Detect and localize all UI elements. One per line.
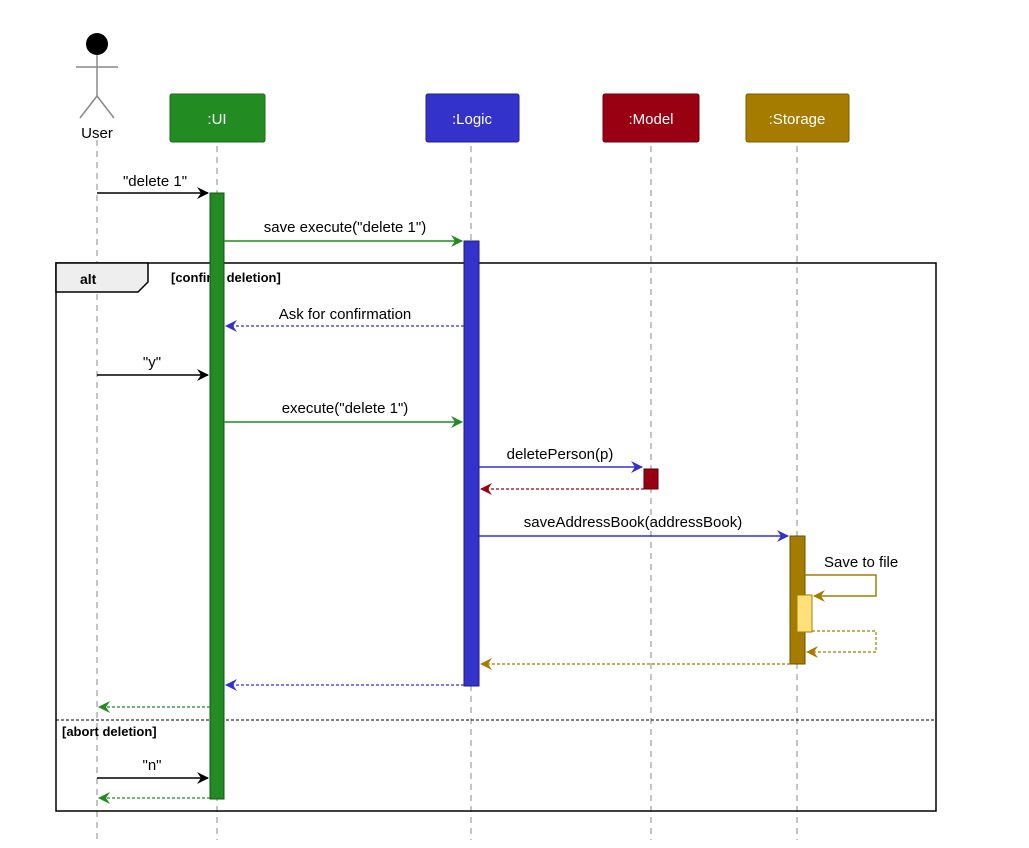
message-save-execute-label: save execute("delete 1"): [264, 219, 426, 236]
message-delete-1-label: "delete 1": [123, 173, 187, 190]
message-execute: execute("delete 1"): [224, 400, 463, 428]
alt-keyword: alt: [80, 271, 97, 287]
activation-model: [643, 468, 659, 490]
activation-logic: [463, 240, 480, 687]
message-delete-person: deletePerson(p): [479, 446, 643, 473]
return-storage-self: [806, 630, 877, 658]
participant-storage: :Storage: [745, 93, 850, 143]
guard-abort-deletion: [abort deletion]: [62, 724, 157, 739]
participant-logic-label: :Logic: [452, 111, 493, 128]
alt-tab: [55, 262, 149, 293]
participant-model-box: [602, 93, 700, 143]
participant-model-label: :Model: [628, 111, 673, 128]
activation-ui: [209, 192, 225, 800]
participant-logic-box: [425, 93, 520, 143]
message-save-address-book: saveAddressBook(addressBook): [479, 514, 789, 542]
message-save-to-file: Save to file: [805, 554, 898, 602]
participant-storage-box: [745, 93, 850, 143]
message-delete-person-label: deletePerson(p): [507, 446, 614, 463]
message-n: "n": [97, 757, 209, 784]
participant-ui: :UI: [169, 93, 266, 143]
message-execute-label: execute("delete 1"): [282, 400, 409, 417]
message-y: "y": [97, 354, 209, 381]
message-ask-confirmation-label: Ask for confirmation: [279, 306, 412, 323]
participant-model: :Model: [602, 93, 700, 143]
message-save-address-book-label: saveAddressBook(addressBook): [524, 514, 742, 531]
message-save-to-file-label: Save to file: [824, 554, 898, 571]
activation-storage-nested: [796, 594, 813, 633]
participant-storage-label: :Storage: [769, 111, 826, 128]
message-save-to-file-arrow: [805, 574, 877, 602]
alt-frame: [55, 262, 937, 812]
message-n-label: "n": [143, 757, 162, 774]
alt-fragment: alt [confirm deletion] [abort deletion]: [55, 262, 937, 812]
guard-confirm-deletion: [confirm deletion]: [171, 270, 281, 285]
message-ask-confirmation: Ask for confirmation: [225, 306, 464, 332]
participant-logic: :Logic: [425, 93, 520, 143]
message-save-execute: save execute("delete 1"): [224, 219, 463, 247]
actor-label: User: [81, 125, 113, 142]
participant-ui-box: [169, 93, 266, 143]
actor-user: User: [76, 33, 118, 142]
actor-head: [86, 33, 108, 55]
participant-ui-label: :UI: [207, 111, 226, 128]
message-y-label: "y": [143, 354, 161, 371]
message-delete-1: "delete 1": [97, 173, 209, 199]
